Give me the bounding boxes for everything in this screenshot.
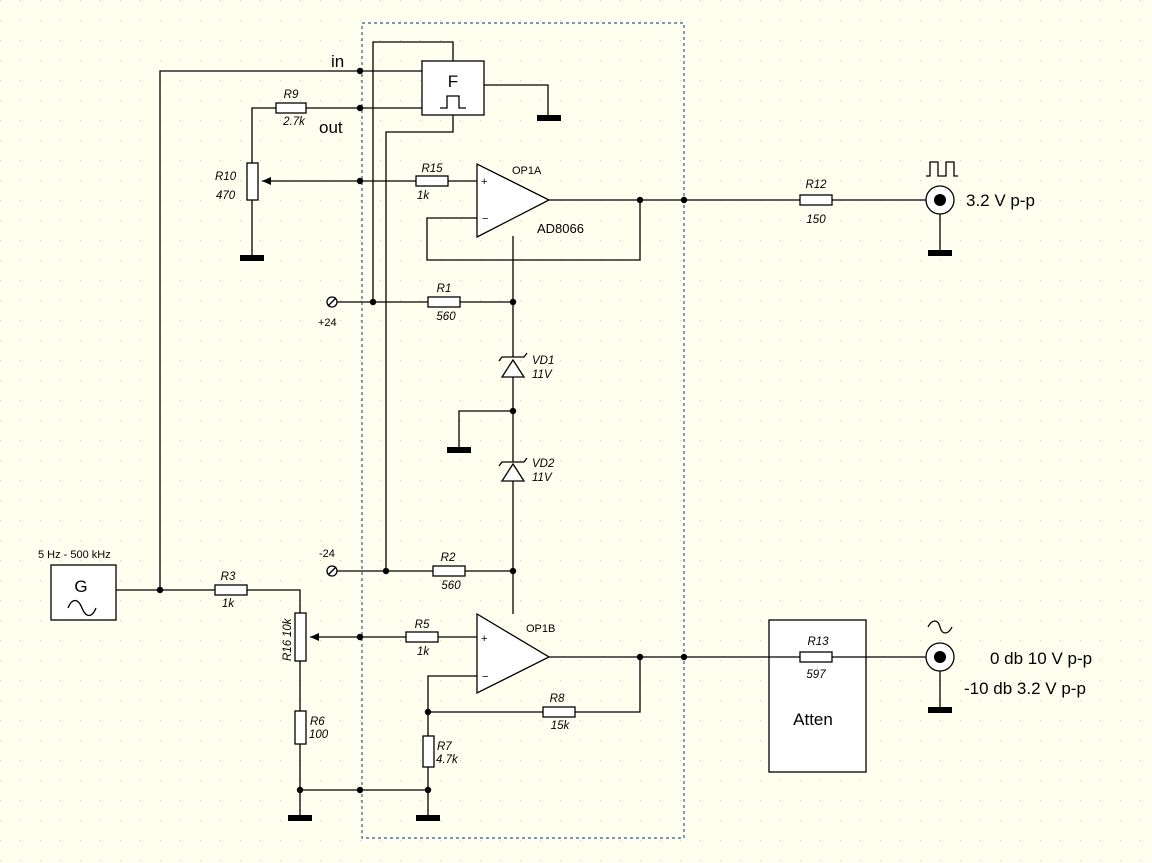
filter-label: F bbox=[448, 72, 458, 91]
vd1-value: 11V bbox=[532, 369, 553, 381]
op1a-minus-pin: − bbox=[482, 213, 488, 225]
r12-name: R12 bbox=[805, 179, 827, 191]
op1a-plus-pin: + bbox=[481, 176, 487, 188]
atten-label: Atten bbox=[793, 710, 833, 729]
generator-block: G bbox=[50, 564, 117, 621]
wiper-arrow-icon bbox=[262, 177, 271, 185]
opamp-op1b: + − bbox=[476, 612, 551, 695]
junctions bbox=[156, 67, 688, 794]
r7-value: 4.7k bbox=[436, 754, 459, 766]
sine-wave-icon bbox=[67, 599, 97, 617]
in-label: in bbox=[331, 52, 344, 71]
r13-value: 597 bbox=[806, 669, 826, 681]
wires bbox=[116, 41, 941, 815]
resistor-r2 bbox=[432, 565, 466, 577]
r10-value: 470 bbox=[216, 190, 236, 202]
zener-diode-vd1 bbox=[498, 352, 528, 378]
resistor-r1 bbox=[427, 296, 461, 308]
filter-block: F bbox=[421, 60, 485, 116]
ground-symbol bbox=[416, 815, 440, 821]
ground-symbol bbox=[537, 115, 561, 121]
resistor-r12 bbox=[799, 194, 833, 206]
r10-name: R10 bbox=[215, 171, 237, 183]
out-label: out bbox=[319, 118, 343, 137]
r9-value: 2.7k bbox=[282, 116, 306, 128]
minus24-label: -24 bbox=[319, 548, 335, 560]
r8-name: R8 bbox=[550, 693, 565, 705]
sine-output-connector bbox=[925, 642, 955, 672]
r5-value: 1k bbox=[417, 646, 430, 658]
r8-value: 15k bbox=[551, 720, 571, 732]
plus24-label: +24 bbox=[318, 317, 337, 329]
r6-name: R6 bbox=[310, 716, 325, 728]
r16-name: R16 bbox=[282, 639, 294, 661]
r15-value: 1k bbox=[417, 190, 430, 202]
r15-name: R15 bbox=[421, 163, 443, 175]
sine-output-minus10db: -10 db 3.2 V p-p bbox=[964, 679, 1086, 698]
resistor-r13 bbox=[799, 651, 833, 663]
module-boundary bbox=[361, 22, 685, 839]
sine-output-0db: 0 db 10 V p-p bbox=[990, 649, 1092, 668]
resistor-r6 bbox=[294, 710, 307, 745]
r12-value: 150 bbox=[806, 214, 826, 226]
generator-frequency: 5 Hz - 500 kHz bbox=[38, 549, 111, 561]
r3-name: R3 bbox=[221, 571, 236, 583]
vd1-name: VD1 bbox=[532, 355, 554, 367]
r5-name: R5 bbox=[415, 619, 430, 631]
square-output-level: 3.2 V p-p bbox=[966, 191, 1035, 210]
generator-label: G bbox=[74, 577, 87, 596]
opamp-part-label: AD8066 bbox=[537, 221, 584, 236]
attenuator-block bbox=[768, 619, 867, 773]
r3-value: 1k bbox=[222, 598, 235, 610]
r7-name: R7 bbox=[437, 741, 452, 753]
r13-name: R13 bbox=[807, 636, 829, 648]
ground-symbol bbox=[240, 255, 264, 261]
vd2-name: VD2 bbox=[532, 458, 555, 470]
ground-symbol bbox=[447, 447, 471, 453]
potentiometer-r16 bbox=[294, 612, 307, 662]
r6-value: 100 bbox=[309, 729, 329, 741]
r9-name: R9 bbox=[284, 89, 299, 101]
r2-name: R2 bbox=[441, 552, 456, 564]
ground-symbol bbox=[928, 250, 952, 256]
potentiometer-r10 bbox=[246, 162, 259, 201]
sine-wave-icon bbox=[927, 620, 953, 634]
opamp-op1a: + − bbox=[476, 162, 551, 239]
r1-name: R1 bbox=[437, 283, 452, 295]
r1-value: 560 bbox=[436, 311, 456, 323]
resistor-r8 bbox=[542, 706, 576, 718]
vd2-value: 11V bbox=[532, 472, 553, 484]
resistor-r7 bbox=[422, 735, 435, 768]
op1b-plus-pin: + bbox=[481, 633, 487, 645]
square-wave-icon bbox=[926, 161, 958, 177]
square-wave-icon bbox=[440, 95, 466, 109]
ground-symbol bbox=[288, 815, 312, 821]
r2-value: 560 bbox=[441, 580, 461, 592]
resistor-r3 bbox=[214, 584, 248, 596]
resistor-r15 bbox=[415, 175, 449, 187]
r16-value: 10k bbox=[282, 617, 294, 637]
wiper-arrow-icon bbox=[310, 633, 319, 641]
square-output-connector bbox=[925, 185, 955, 215]
ground-symbol bbox=[928, 707, 952, 713]
op1b-label: OP1B bbox=[526, 623, 555, 635]
op1b-minus-pin: − bbox=[482, 671, 488, 683]
resistor-r5 bbox=[405, 631, 439, 643]
zener-diode-vd2 bbox=[498, 457, 528, 482]
resistor-r9 bbox=[275, 102, 307, 114]
op1a-label: OP1A bbox=[512, 165, 542, 177]
